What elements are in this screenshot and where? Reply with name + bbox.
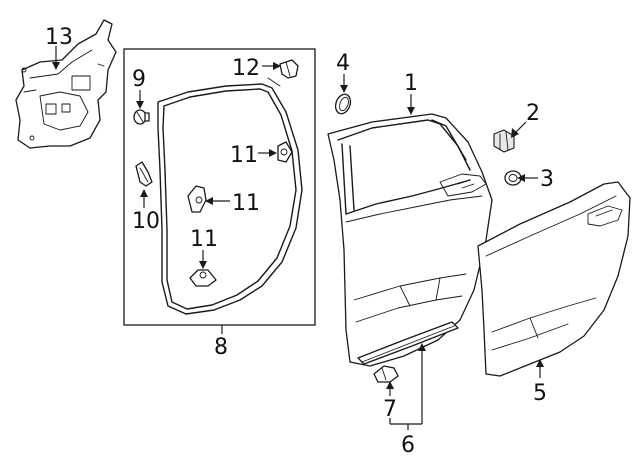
callout-4: 4	[336, 51, 350, 76]
callout-7: 7	[383, 397, 397, 422]
part-1-door-frame	[327, 113, 493, 367]
callout-11-upper: 11	[230, 143, 258, 168]
leader-6	[389, 343, 426, 430]
leader-1	[407, 94, 415, 115]
part-11-clip-middle	[187, 185, 207, 213]
callout-5: 5	[533, 381, 547, 406]
part-11-clip-upper	[277, 141, 293, 163]
leader-3	[517, 174, 538, 182]
callout-9: 9	[132, 67, 146, 92]
part-11-clip-lower	[189, 269, 217, 287]
leader-12	[262, 62, 281, 70]
callout-3: 3	[540, 167, 554, 192]
callout-12: 12	[232, 56, 260, 81]
leader-5	[536, 359, 544, 378]
part-8-weatherstrip	[157, 77, 303, 315]
part-12-clip	[279, 59, 299, 79]
part-9-clip	[133, 109, 150, 125]
part-7-clip	[373, 365, 399, 383]
part-2-clip	[493, 129, 515, 153]
callout-13: 13	[45, 25, 73, 50]
leader-4	[340, 74, 348, 93]
callout-11-middle: 11	[232, 191, 260, 216]
leader-10	[140, 189, 148, 208]
leader-11-middle	[205, 197, 230, 205]
leader-9	[136, 90, 144, 109]
callout-2: 2	[526, 101, 540, 126]
callout-1: 1	[404, 71, 418, 96]
part-5-door-skin	[477, 181, 631, 377]
part-4-plug	[334, 93, 352, 115]
part-3-grommet	[504, 170, 522, 186]
part-6-molding	[357, 321, 459, 365]
part-8-group-box	[123, 48, 316, 326]
part-10-clip	[135, 161, 153, 187]
leader-11-upper	[258, 149, 277, 157]
part-13-shield	[15, 19, 117, 149]
callout-11-lower: 11	[190, 227, 218, 252]
leader-11-lower	[199, 250, 207, 269]
leader-2	[511, 121, 527, 138]
callout-10: 10	[132, 209, 160, 234]
callout-6: 6	[401, 433, 415, 458]
callout-8: 8	[214, 335, 228, 360]
leader-13	[52, 46, 60, 70]
leader-7	[386, 381, 394, 396]
